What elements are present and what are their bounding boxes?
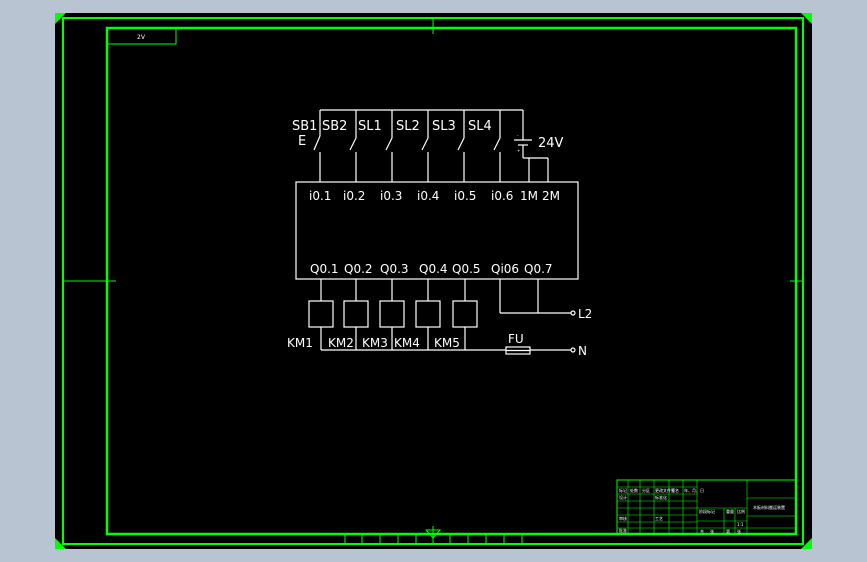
tb-cell-4: 签名 — [671, 487, 679, 493]
fuse-fu — [505, 346, 531, 355]
input-label-sl4: SL4 — [468, 119, 492, 134]
input-label-sb1: SB1 — [292, 119, 317, 134]
terminal-label-l2: L2 — [578, 307, 592, 321]
input-label-sb1-suffix: E — [298, 134, 306, 149]
switch-sl1 — [385, 124, 393, 182]
coil-label-km5: KM5 — [434, 336, 460, 350]
tb-cell-6: 设计 — [619, 494, 627, 500]
tb-cell-17: 张 — [737, 528, 741, 534]
input-common-bus — [319, 109, 524, 140]
switch-sl4 — [493, 124, 501, 182]
input-pin-i03: i0.3 — [380, 189, 402, 203]
drawing-frame — [55, 13, 812, 549]
bottom-scale-ticks — [344, 534, 523, 544]
common-pin-1m: 1M — [520, 189, 538, 203]
supply-label: 24V — [538, 136, 564, 151]
tb-cell-1: 处数 — [630, 487, 638, 493]
supply-24v — [514, 139, 549, 182]
tb-cell-16: 第 — [726, 528, 730, 534]
switch-sb2 — [349, 124, 357, 182]
input-pin-i02: i0.2 — [343, 189, 365, 203]
input-pin-i05: i0.5 — [454, 189, 476, 203]
output-pin-q05: Q0.5 — [452, 262, 481, 276]
output-wiring — [320, 279, 571, 351]
tb-cell-15: 张 — [710, 528, 714, 534]
common-pin-2m: 2M — [542, 189, 560, 203]
svg-text:-: - — [517, 133, 519, 138]
coil-km3 — [379, 300, 405, 328]
coil-km2 — [343, 300, 369, 328]
output-pin-q03: Q0.3 — [380, 262, 409, 276]
svg-text:+: + — [517, 148, 520, 153]
tb-cell-9: 重量 — [726, 508, 734, 514]
output-pin-q07: Q0.7 — [524, 262, 553, 276]
tb-scale: 1:1 — [737, 522, 744, 527]
output-pin-qi06: Qi06 — [491, 262, 519, 276]
tb-cell-10: 比例 — [737, 508, 745, 514]
input-pin-i01: i0.1 — [309, 189, 331, 203]
coil-label-km3: KM3 — [362, 336, 388, 350]
tb-cell-11: 审核 — [619, 515, 627, 521]
output-pin-q02: Q0.2 — [344, 262, 373, 276]
switch-sb1 — [313, 124, 321, 182]
input-pin-i06: i0.6 — [491, 189, 513, 203]
plc-module — [295, 181, 579, 280]
input-label-sl3: SL3 — [432, 119, 456, 134]
title-block: 标记 处数 分区 更改文件号 签名 年、月、日 设计 标准化 阶段标记 重量 比… — [616, 479, 797, 535]
input-pin-i04: i0.4 — [417, 189, 439, 203]
drawing-tag-text: 2V — [137, 34, 146, 41]
switch-sl2 — [421, 124, 429, 182]
coil-label-km2: KM2 — [328, 336, 354, 350]
coil-km4 — [415, 300, 441, 328]
drawing-tag-box: 2V — [106, 27, 177, 45]
drawing-background — [55, 13, 812, 549]
fuse-label: FU — [508, 332, 524, 346]
input-label-sl2: SL2 — [396, 119, 420, 134]
input-label-sl1: SL1 — [358, 119, 382, 134]
tb-cell-13: 批准 — [619, 527, 627, 533]
tb-cell-7: 标准化 — [655, 494, 667, 500]
tb-cell-12: 工艺 — [655, 516, 663, 521]
coil-label-km1: KM1 — [287, 336, 313, 350]
title-block-drawing-name: 木板材料搬运装置 — [753, 504, 785, 510]
terminal-n — [570, 347, 576, 353]
tb-cell-2: 分区 — [642, 487, 650, 493]
output-pin-q01: Q0.1 — [310, 262, 339, 276]
tb-cell-14: 共 — [700, 528, 704, 534]
coil-label-km4: KM4 — [394, 336, 420, 350]
tb-cell-3: 更改文件号 — [655, 487, 675, 493]
terminal-label-n: N — [578, 344, 587, 358]
tb-cell-5: 年、月、日 — [684, 487, 704, 493]
coil-km5 — [452, 300, 478, 328]
terminal-l2 — [570, 310, 576, 316]
tb-cell-0: 标记 — [619, 487, 627, 493]
coil-km1 — [308, 300, 334, 328]
output-pin-q04: Q0.4 — [419, 262, 448, 276]
tb-cell-8: 阶段标记 — [699, 508, 715, 514]
switch-sl3 — [457, 124, 465, 182]
input-label-sb2: SB2 — [322, 119, 347, 134]
